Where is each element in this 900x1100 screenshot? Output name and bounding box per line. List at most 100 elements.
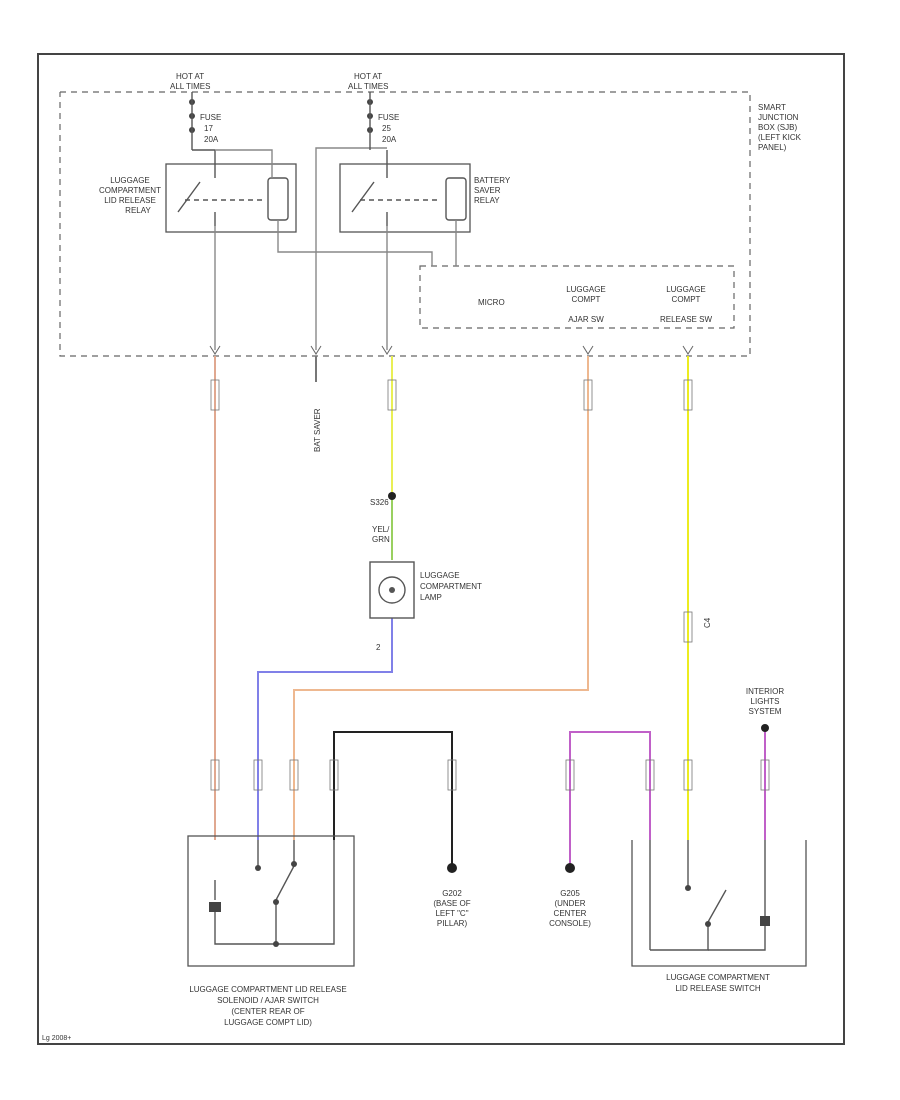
label-bat-saver: BAT SAVER — [313, 408, 322, 452]
svg-text:COMPARTMENT: COMPARTMENT — [420, 582, 482, 591]
svg-text:FUSE: FUSE — [378, 113, 399, 122]
lid-switch-dots — [685, 885, 770, 927]
wire-violet — [569, 731, 651, 866]
svg-text:CONSOLE): CONSOLE) — [549, 919, 591, 928]
svg-text:(LEFT KICK: (LEFT KICK — [758, 133, 802, 142]
wire-orange — [293, 356, 589, 840]
svg-text:AJAR SW: AJAR SW — [568, 315, 604, 324]
svg-text:LIGHTS: LIGHTS — [751, 697, 780, 706]
svg-text:SMART: SMART — [758, 103, 786, 112]
label-micro: MICRO — [478, 298, 505, 307]
label-g202: G202 (BASE OF LEFT "C" PILLAR) — [433, 889, 470, 928]
sjb-enclosure — [59, 91, 751, 357]
svg-text:LUGGAGE: LUGGAGE — [110, 176, 150, 185]
lid-release-relay-box — [165, 163, 297, 233]
svg-text:RELAY: RELAY — [125, 206, 151, 215]
svg-text:20A: 20A — [204, 135, 219, 144]
svg-text:ALL TIMES: ALL TIMES — [348, 82, 388, 91]
svg-text:RELAY: RELAY — [474, 196, 500, 205]
label-cid: Lg 2008+ — [42, 1035, 71, 1042]
lid-release-relay-switch — [177, 150, 289, 226]
solenoid-switch-box — [187, 835, 355, 967]
svg-text:BATTERY: BATTERY — [474, 176, 511, 185]
label-fuse-1: FUSE 17 20A — [200, 113, 221, 144]
label-hot-1: HOT AT ALL TIMES — [170, 72, 210, 91]
label-fuse-2: FUSE 25 20A — [378, 113, 399, 144]
svg-text:LEFT "C": LEFT "C" — [435, 909, 468, 918]
svg-text:COMPARTMENT: COMPARTMENT — [99, 186, 161, 195]
svg-text:17: 17 — [204, 124, 213, 133]
svg-text:20A: 20A — [382, 135, 397, 144]
label-c4: C4 — [703, 617, 712, 628]
svg-text:LUGGAGE COMPT LID): LUGGAGE COMPT LID) — [224, 1018, 312, 1027]
svg-text:COMPT: COMPT — [572, 295, 601, 304]
svg-text:LID RELEASE SWITCH: LID RELEASE SWITCH — [675, 984, 761, 993]
ground-g205-dot — [565, 863, 575, 873]
svg-text:SOLENOID / AJAR SWITCH: SOLENOID / AJAR SWITCH — [217, 996, 319, 1005]
svg-text:FUSE: FUSE — [200, 113, 221, 122]
svg-text:RELEASE SW: RELEASE SW — [660, 315, 712, 324]
svg-text:G202: G202 — [442, 889, 462, 898]
label-relay-1: LUGGAGE COMPARTMENT LID RELEASE RELAY — [99, 176, 161, 215]
label-interior-lights: INTERIOR LIGHTS SYSTEM — [746, 687, 784, 716]
svg-text:PANEL): PANEL) — [758, 143, 787, 152]
svg-text:HOT AT: HOT AT — [176, 72, 204, 81]
label-lid-switch: LUGGAGE COMPARTMENT LID RELEASE SWITCH — [666, 973, 770, 993]
label-sjb: SMART JUNCTION BOX (SJB) (LEFT KICK PANE… — [758, 103, 802, 152]
label-g205: G205 (UNDER CENTER CONSOLE) — [549, 889, 591, 928]
splice-dot — [388, 492, 396, 500]
svg-text:GRN: GRN — [372, 535, 390, 544]
svg-text:LAMP: LAMP — [420, 593, 442, 602]
interior-lights-dot — [761, 724, 769, 732]
svg-text:ALL TIMES: ALL TIMES — [170, 82, 210, 91]
battery-saver-relay-box — [339, 163, 471, 233]
wire-code-tags — [210, 379, 770, 791]
svg-text:CENTER: CENTER — [554, 909, 587, 918]
svg-text:SYSTEM: SYSTEM — [749, 707, 782, 716]
svg-text:25: 25 — [382, 124, 391, 133]
svg-text:SAVER: SAVER — [474, 186, 501, 195]
wire-black-ground — [333, 731, 453, 866]
svg-text:JUNCTION: JUNCTION — [758, 113, 799, 122]
lamp-icon — [378, 576, 406, 604]
label-relay-2: BATTERY SAVER RELAY — [474, 176, 511, 205]
solenoid-contact-dots — [209, 861, 297, 947]
label-hot-2: HOT AT ALL TIMES — [348, 72, 388, 91]
label-splice: S326 — [370, 498, 389, 507]
sjb-connector-marks — [209, 345, 694, 355]
svg-text:BOX (SJB): BOX (SJB) — [758, 123, 797, 132]
battery-saver-relay-switch — [351, 150, 467, 226]
svg-text:(UNDER: (UNDER — [554, 899, 585, 908]
label-solenoid: LUGGAGE COMPARTMENT LID RELEASE SOLENOID… — [189, 985, 346, 1027]
svg-text:LUGGAGE COMPARTMENT: LUGGAGE COMPARTMENT — [666, 973, 770, 982]
svg-text:LID RELEASE: LID RELEASE — [104, 196, 156, 205]
label-pin-2: 2 — [376, 643, 381, 652]
label-release: LUGGAGE COMPT RELEASE SW — [660, 285, 712, 324]
wire-blue — [257, 618, 393, 840]
svg-text:LUGGAGE: LUGGAGE — [420, 571, 460, 580]
svg-text:COMPT: COMPT — [672, 295, 701, 304]
diagram-frame — [37, 53, 845, 1045]
label-lamp: LUGGAGE COMPARTMENT LAMP — [420, 571, 482, 602]
svg-text:PILLAR): PILLAR) — [437, 919, 468, 928]
solenoid-switch-internals — [214, 840, 335, 945]
svg-text:(BASE OF: (BASE OF — [433, 899, 470, 908]
svg-text:LUGGAGE COMPARTMENT LID RELEAS: LUGGAGE COMPARTMENT LID RELEASE — [189, 985, 346, 994]
sjb-internal-wiring — [214, 147, 457, 350]
svg-text:INTERIOR: INTERIOR — [746, 687, 784, 696]
ground-g202-dot — [447, 863, 457, 873]
svg-text:G205: G205 — [560, 889, 580, 898]
label-yelgrn: YEL/ GRN — [372, 525, 390, 544]
svg-text:LUGGAGE: LUGGAGE — [566, 285, 606, 294]
svg-text:HOT AT: HOT AT — [354, 72, 382, 81]
lid-switch-internals — [649, 840, 766, 951]
micro-enclosure — [419, 265, 735, 329]
svg-text:(CENTER REAR OF: (CENTER REAR OF — [231, 1007, 304, 1016]
lamp-box — [369, 561, 415, 619]
fuse-dots — [189, 99, 373, 133]
svg-text:YEL/: YEL/ — [372, 525, 390, 534]
label-ajar: LUGGAGE COMPT AJAR SW — [566, 285, 606, 324]
lid-switch-box — [631, 840, 807, 967]
svg-text:LUGGAGE: LUGGAGE — [666, 285, 706, 294]
